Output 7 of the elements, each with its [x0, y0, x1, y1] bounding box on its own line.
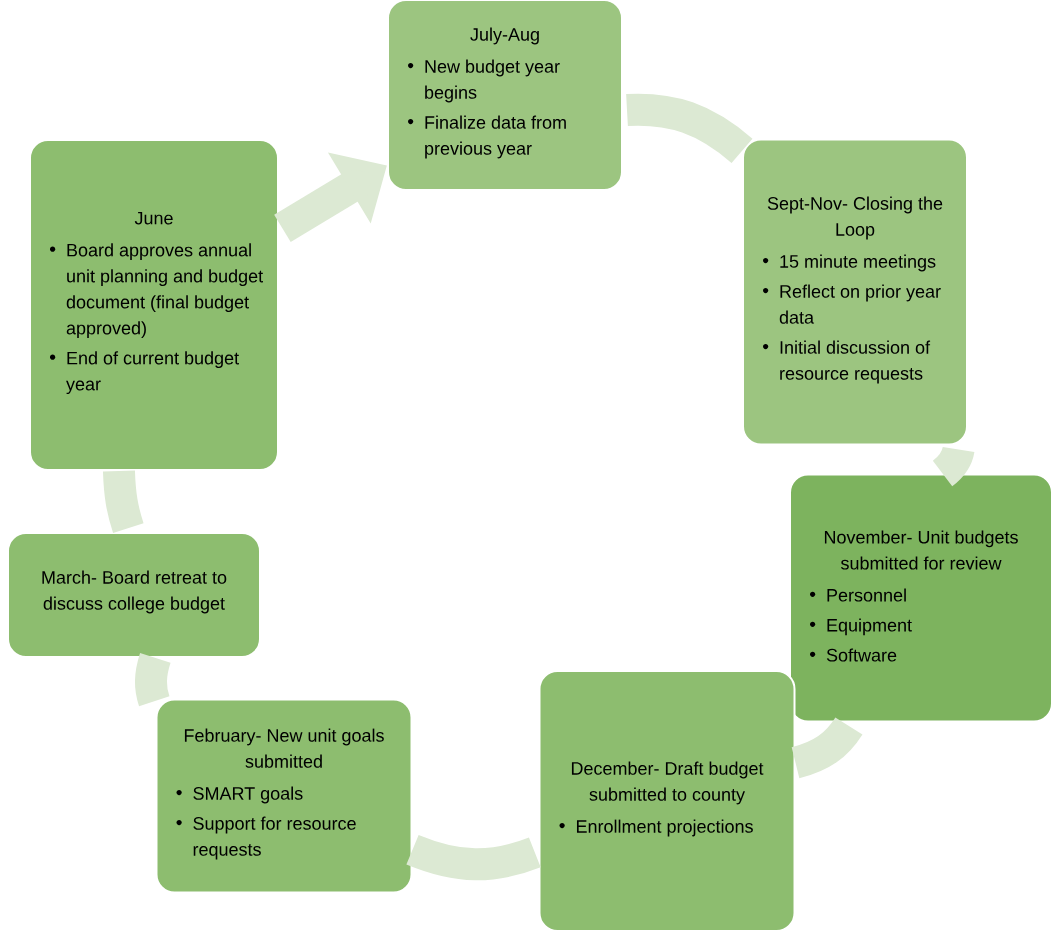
stage-box: March- Board retreat to discuss college budget — [7, 532, 261, 658]
stage-box: June Board approves annual unit planning and budget document (final budget approved) End of current budget year — [29, 139, 279, 471]
stage-box: July-Aug New budget year begins Finalize data from previous year — [387, 0, 623, 191]
stage-box: November- Unit budgets submitted for review Personnel Equipment Software — [789, 473, 1052, 723]
stage-box: December- Draft budget submitted to county Enrollment projections — [538, 670, 796, 932]
stage-box: Sept-Nov- Closing the Loop 15 minute meetings Reflect on prior year data Initial discussion of resource requests — [742, 138, 968, 446]
stage-box: February- New unit goals submitted SMART goals Support for resource requests — [155, 698, 413, 894]
